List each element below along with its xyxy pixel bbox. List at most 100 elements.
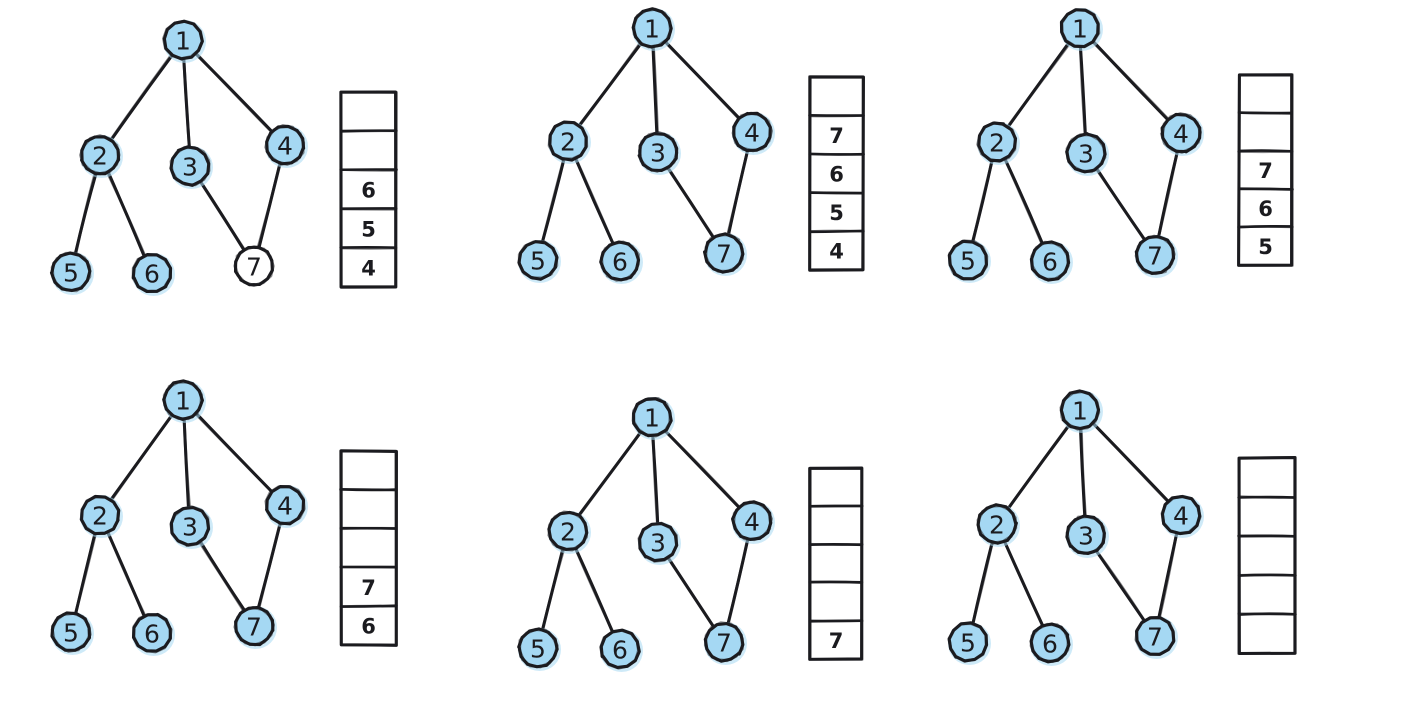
tree-node-1: 1 bbox=[1059, 389, 1103, 433]
tree-node-6: 6 bbox=[131, 253, 175, 296]
node-label: 7 bbox=[1147, 242, 1163, 271]
stack-outline bbox=[808, 75, 865, 272]
stack-cell-value: 6 bbox=[361, 179, 376, 203]
tree-node-6: 6 bbox=[1029, 622, 1073, 666]
node-label: 2 bbox=[92, 142, 108, 171]
tree-node-7: 7 bbox=[702, 232, 747, 276]
tree-edge-n1-n2 bbox=[1004, 39, 1073, 131]
node-label: 3 bbox=[182, 153, 198, 182]
stack-divider-3 bbox=[1237, 573, 1297, 577]
tree-edge-n3-n7 bbox=[1092, 546, 1148, 625]
tree-node-6: 6 bbox=[599, 628, 643, 672]
node-label: 6 bbox=[612, 636, 628, 665]
tree-edge-n1-n3 bbox=[1078, 41, 1087, 139]
stack-cell-value: 7 bbox=[1258, 159, 1273, 183]
node-label: 5 bbox=[63, 259, 79, 288]
node-label: 7 bbox=[246, 613, 262, 642]
stack-divider-4 bbox=[808, 619, 864, 623]
node-label: 1 bbox=[644, 15, 660, 44]
stack-cell-value: 6 bbox=[1258, 197, 1273, 221]
node-label: 3 bbox=[1078, 140, 1094, 169]
stack: 7 bbox=[808, 466, 864, 661]
tree-edge-n3-n7 bbox=[665, 554, 717, 631]
tree-edge-n2-n6 bbox=[104, 527, 148, 620]
tree-node-5: 5 bbox=[947, 239, 991, 283]
stack-outline bbox=[339, 90, 398, 289]
tree-node-6: 6 bbox=[1029, 240, 1073, 284]
tree-edge-n2-n6 bbox=[104, 167, 148, 261]
tree-edges bbox=[540, 427, 750, 636]
tree-edge-n1-n2 bbox=[107, 51, 176, 144]
stack-divider-4 bbox=[808, 229, 865, 234]
stack-divider-1 bbox=[339, 488, 398, 492]
node-label: 2 bbox=[92, 502, 108, 531]
tree-edge-n2-n6 bbox=[572, 154, 616, 248]
tree-node-1: 1 bbox=[162, 379, 206, 423]
node-label: 7 bbox=[246, 253, 262, 282]
tree-edge-n2-n5 bbox=[970, 155, 995, 247]
tree-edge-n4-n7 bbox=[725, 535, 750, 628]
stack: 654 bbox=[339, 90, 398, 289]
stack-divider-1 bbox=[339, 129, 398, 133]
tree-edge-n1-n4 bbox=[661, 427, 743, 511]
tree-edge-n2-n5 bbox=[970, 537, 995, 629]
tree-edge-n4-n7 bbox=[1156, 146, 1180, 242]
tree-edge-n2-n6 bbox=[1002, 154, 1045, 248]
tree-edges bbox=[73, 410, 283, 620]
tree-edge-n1-n4 bbox=[1089, 419, 1172, 505]
stack-divider-2 bbox=[808, 152, 865, 156]
tree-edge-n4-n7 bbox=[255, 158, 283, 252]
tree-node-2: 2 bbox=[976, 121, 1020, 165]
tree-edge-n1-n2 bbox=[1004, 421, 1073, 514]
node-label: 2 bbox=[989, 129, 1005, 158]
tree-edge-n3-n7 bbox=[664, 163, 717, 242]
tree-edges bbox=[970, 38, 1180, 248]
stack-divider-4 bbox=[339, 245, 398, 250]
stack-cell-value: 5 bbox=[361, 218, 376, 242]
tree-edge-n2-n5 bbox=[73, 168, 99, 259]
tree-edge-n3-n7 bbox=[1093, 164, 1148, 244]
node-label: 7 bbox=[716, 629, 732, 658]
tree-node-5: 5 bbox=[517, 627, 561, 671]
stack-divider-1 bbox=[1237, 111, 1293, 115]
stack-divider-2 bbox=[339, 526, 398, 531]
node-label: 1 bbox=[644, 404, 660, 433]
tree-edge-n2-n6 bbox=[572, 543, 616, 636]
node-label: 2 bbox=[989, 511, 1005, 540]
tree-edge-n1-n3 bbox=[651, 42, 660, 138]
tree-node-1: 1 bbox=[631, 7, 675, 51]
tree-edge-n1-n2 bbox=[576, 39, 645, 130]
tree-node-7: 7 bbox=[1134, 234, 1178, 278]
tree-edges bbox=[970, 419, 1179, 630]
tree-node-4: 4 bbox=[264, 484, 308, 528]
tree-node-1: 1 bbox=[1059, 8, 1103, 51]
node-label: 4 bbox=[744, 119, 760, 148]
node-label: 5 bbox=[530, 247, 546, 276]
node-label: 1 bbox=[1072, 15, 1088, 44]
tree-node-2: 2 bbox=[976, 503, 1020, 547]
stack-divider-2 bbox=[1237, 149, 1294, 154]
stack-divider-1 bbox=[808, 114, 865, 118]
stack-divider-1 bbox=[1237, 495, 1297, 499]
tree-node-6: 6 bbox=[131, 612, 175, 656]
tree-node-7: 7 bbox=[233, 245, 275, 288]
tree-edge-n3-n7 bbox=[197, 177, 248, 255]
tree-node-2: 2 bbox=[79, 494, 123, 538]
tree-edge-n2-n5 bbox=[540, 544, 566, 635]
tree-edge-n1-n4 bbox=[192, 410, 276, 496]
tree-edge-n1-n4 bbox=[192, 50, 276, 136]
stack-divider-4 bbox=[1237, 225, 1294, 229]
tree-edge-n1-n4 bbox=[661, 37, 743, 123]
tree-node-5: 5 bbox=[50, 611, 94, 655]
tree-node-1: 1 bbox=[162, 19, 206, 63]
node-label: 2 bbox=[560, 518, 576, 547]
tree-edge-n4-n7 bbox=[725, 146, 750, 240]
tree-edge-n2-n6 bbox=[1001, 536, 1046, 630]
tree-node-2: 2 bbox=[547, 120, 591, 164]
stack-divider-3 bbox=[808, 191, 865, 195]
